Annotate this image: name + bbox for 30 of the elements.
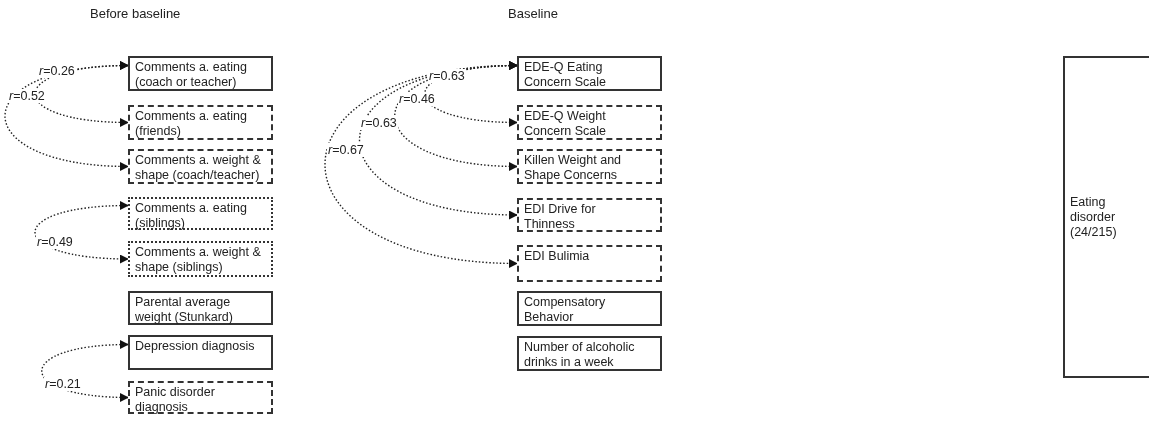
column-heading: Before baseline bbox=[90, 6, 181, 21]
variable-box: Comments a. eating (friends) bbox=[128, 105, 273, 140]
variable-box: Comments a. eating (siblings) bbox=[128, 197, 273, 230]
variable-box: Comments a. weight & shape (coach/teacher) bbox=[128, 149, 273, 184]
edge-label: r=0.52 bbox=[8, 89, 46, 103]
variable-box: Panic disorder diagnosis bbox=[128, 381, 273, 414]
edge-label: r=0.63 bbox=[360, 116, 398, 130]
variable-box: Killen Weight and Shape Concerns bbox=[517, 149, 662, 184]
edge-label: r=0.21 bbox=[44, 377, 82, 391]
variable-box: Eating disorder (24/215) bbox=[1063, 56, 1149, 378]
column-heading: Baseline bbox=[508, 6, 558, 21]
variable-box: Compensatory Behavior bbox=[517, 291, 662, 326]
correlation-arrow bbox=[4, 61, 129, 171]
edge-label: r=0.63 bbox=[428, 69, 466, 83]
variable-box: Number of alcoholic drinks in a week bbox=[517, 336, 662, 371]
correlation-arrow bbox=[324, 61, 518, 268]
variable-box: EDE-Q Weight Concern Scale bbox=[517, 105, 662, 140]
edge-label: r=0.67 bbox=[327, 143, 365, 157]
variable-box: EDI Drive for Thinness bbox=[517, 198, 662, 232]
variable-box: Depression diagnosis bbox=[128, 335, 273, 370]
variable-box: Comments a. weight & shape (siblings) bbox=[128, 241, 273, 277]
edge-label: r=0.49 bbox=[36, 235, 74, 249]
edge-label: r=0.26 bbox=[38, 64, 76, 78]
correlation-arrow bbox=[34, 201, 129, 264]
edge-label: r=0.46 bbox=[398, 92, 436, 106]
correlation-arrow bbox=[41, 340, 129, 402]
variable-box: EDI Bulimia bbox=[517, 245, 662, 282]
variable-box: EDE-Q Eating Concern Scale bbox=[517, 56, 662, 91]
variable-box: Comments a. eating (coach or teacher) bbox=[128, 56, 273, 91]
variable-box: Parental average weight (Stunkard) bbox=[128, 291, 273, 325]
